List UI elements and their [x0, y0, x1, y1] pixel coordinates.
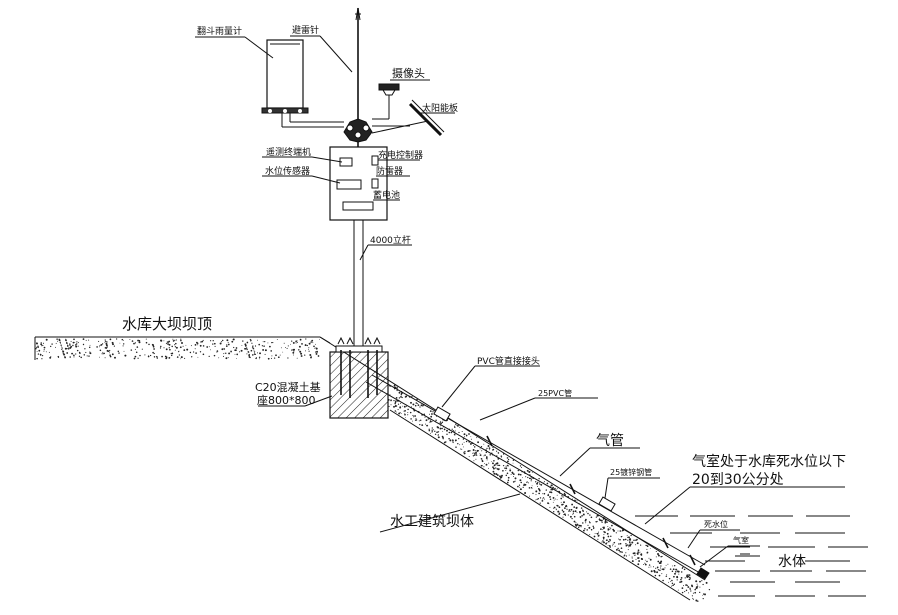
- dam-crest-label: 水库大坝坝顶: [122, 315, 212, 333]
- concrete-foundation: [329, 336, 389, 419]
- air-pipe-label: 气管: [596, 433, 624, 449]
- camera-label: 摄像头: [392, 66, 425, 80]
- dead-water-level-label: 死水位: [704, 519, 728, 529]
- air-chamber-label: 气室: [733, 535, 749, 545]
- air-chamber-note-line1: 气室处于水库死水位以下: [692, 453, 846, 470]
- pole-label: 4000立杆: [370, 234, 411, 246]
- pipe-clamps: [486, 435, 696, 566]
- foundation-label-line1: C20混凝土基: [255, 380, 321, 394]
- solar-panel: [371, 99, 445, 137]
- water-level-sensor-label: 水位传感器: [265, 165, 310, 177]
- air-chamber-note-line2: 20到30公分处: [692, 472, 784, 488]
- equipment-cabinet: [329, 146, 388, 221]
- battery-label: 蓄电池: [373, 189, 400, 201]
- rain-gauge-label: 翻斗雨量计: [197, 25, 242, 37]
- dam-crest-ground: [34, 336, 321, 360]
- foundation-label-line2: 座800*800: [257, 393, 316, 407]
- dam-body-label: 水工建筑坝体: [390, 514, 474, 530]
- leader-lines: [195, 35, 845, 568]
- water-body-label: 水体: [778, 554, 806, 570]
- telemetry-terminal-label: 遥测终端机: [266, 146, 311, 158]
- pvc-pipe: [365, 374, 706, 574]
- pvc-joint-label: PVC管直接接头: [477, 355, 540, 367]
- air-chamber-marker: [696, 567, 710, 580]
- water-body: [635, 515, 868, 597]
- lightning-rod-label: 避雷针: [292, 24, 319, 36]
- pole: [353, 220, 364, 346]
- rain-gauge: [261, 39, 344, 128]
- pvc-pipe-label: 25PVC管: [538, 388, 572, 398]
- camera: [372, 83, 410, 127]
- lightning-arrester-label: 防雷器: [376, 165, 403, 177]
- charge-controller-label: 充电控制器: [378, 149, 423, 161]
- mast-bracket: [343, 118, 373, 143]
- solar-panel-label: 太阳能板: [422, 102, 458, 114]
- galvanized-pipe-label: 25镀锌钢管: [610, 467, 652, 477]
